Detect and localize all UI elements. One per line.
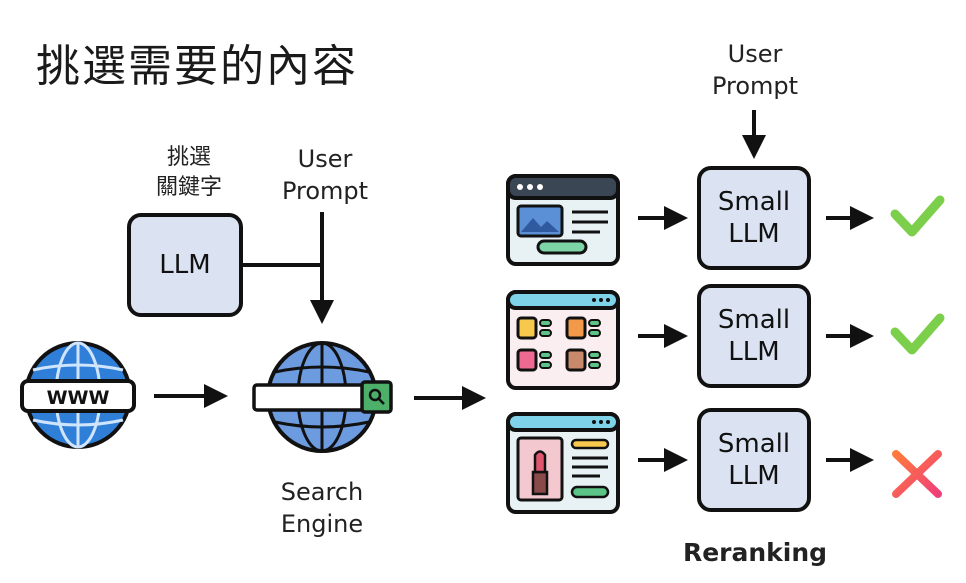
check-icon-1 [890,195,945,237]
webpage-1-icon [506,174,620,266]
keyword-caption: 挑選 關鍵字 [155,145,222,200]
keyword-llm-box: LLM [127,213,243,317]
www-globe-icon [20,341,136,449]
webpage-3-icon [506,412,620,514]
small-llm-box-1: Small LLM [697,166,811,270]
small-llm-label-3: Small LLM [717,429,791,491]
small-llm-label-1: Small LLM [717,187,791,249]
reranking-label: Reranking [682,538,828,567]
www-text: WWW [47,387,110,409]
page-title: 挑選需要的內容 [36,41,358,92]
small-llm-box-2: Small LLM [697,284,811,388]
user-prompt-label-rerank: User Prompt [711,40,799,100]
webpage-2-icon [506,290,620,390]
small-llm-box-3: Small LLM [697,408,811,512]
cross-icon [892,450,942,498]
search-engine-icon [252,341,393,453]
check-icon-2 [890,313,945,355]
small-llm-label-2: Small LLM [717,305,791,367]
user-prompt-label-search: User Prompt [281,145,369,205]
keyword-llm-label: LLM [159,250,211,280]
search-engine-label: Search Engine [280,478,364,538]
